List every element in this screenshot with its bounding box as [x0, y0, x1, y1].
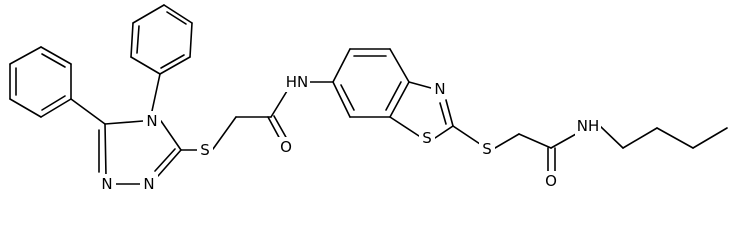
- atom-label-nh-amide-2: NH: [577, 117, 600, 135]
- atom-label-o-amide-1: O: [280, 138, 292, 156]
- atom-label-n-triazole-4: N: [146, 112, 157, 130]
- bond-butyl-2: [656, 127, 694, 149]
- bond-ch2-to-carbonyl-2: [518, 133, 552, 149]
- atom-label-s-thiazole: S: [422, 129, 432, 147]
- bond-s1-to-ch2: [212, 116, 237, 150]
- bond-s2-to-ch2: [494, 133, 520, 149]
- phenyl-ring-left: [9, 46, 72, 118]
- bond-butyl-3: [692, 127, 728, 149]
- atom-label-layer: N N N S O HN N S S O NH: [98, 72, 601, 194]
- bond-butyl-1: [622, 127, 658, 149]
- triazole-ring: [98, 120, 182, 185]
- bond-nh-to-butyl: [599, 125, 624, 149]
- structure-diagram: N N N S O HN N S S O NH: [9, 4, 728, 194]
- bond-phenyl-top-to-n4: [151, 73, 161, 112]
- bond-phenyl-left-to-c5: [70, 98, 106, 125]
- benzothiazole-benzene-ring: [332, 48, 410, 118]
- atom-label-nh-amide-1: HN: [286, 73, 309, 91]
- atom-label-o-amide-2: O: [545, 172, 557, 190]
- atom-label-n-triazole-1: N: [143, 175, 154, 193]
- atom-label-s-thioether-2: S: [482, 140, 492, 158]
- atom-label-s-thioether-1: S: [200, 141, 210, 159]
- bond-carbonyl-to-nh: [270, 90, 288, 118]
- atom-label-n-thiazole: N: [434, 80, 445, 98]
- benzothiazole-thiazole-ring: [389, 81, 454, 139]
- bond-c2-to-s2: [452, 125, 481, 145]
- bond-carbonyl-c-o-2: [273, 115, 288, 140]
- atom-label-n-triazole-2: N: [101, 175, 112, 193]
- phenyl-ring-top: [130, 4, 193, 75]
- bond-layer: [9, 4, 728, 185]
- bond-carbonyl-to-nh-2: [550, 133, 577, 149]
